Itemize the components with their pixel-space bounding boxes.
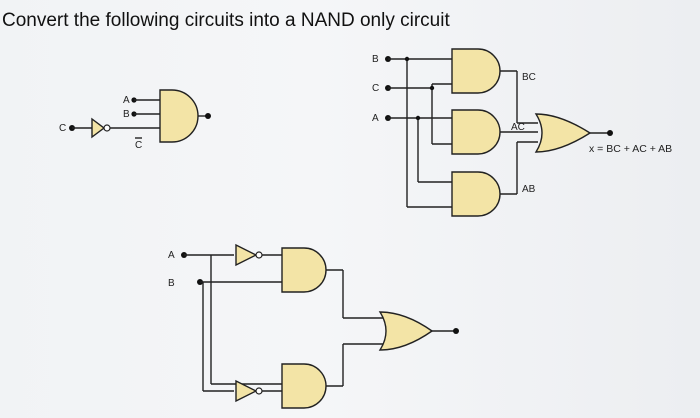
c3-input-b-label: B [168, 278, 175, 289]
c2-input-c-label: C [372, 83, 379, 94]
c2-and-gate-ab [451, 171, 501, 217]
c1-not-bubble [103, 124, 111, 132]
c2-input-b-label: B [372, 54, 379, 65]
c3-and-gate-bottom [281, 363, 327, 409]
c3-output-dot [453, 328, 459, 334]
c2-output-dot [607, 130, 613, 136]
c3-not-gate-a [235, 243, 258, 267]
c3-and-gate-top [281, 247, 327, 293]
circuit-2: B C A BC AC AB [372, 48, 672, 217]
c3-not-gate-b [235, 379, 258, 403]
c3-or-gate [378, 311, 434, 351]
c1-input-c-label: C [59, 123, 66, 134]
c2-output-expression: x = BC + AC + AB [589, 143, 672, 155]
c2-and-gate-bc [451, 48, 501, 94]
circuit-1: C A B C [59, 89, 211, 151]
c2-term-ac-label: AC [511, 122, 525, 133]
page-title: Convert the following circuits into a NA… [2, 10, 450, 31]
c2-term-bc-label: BC [522, 72, 536, 83]
c1-input-a-label: A [123, 95, 130, 106]
c3-not-bubble-a [255, 251, 263, 259]
c1-input-b-label: B [123, 109, 130, 120]
c1-input-cbar-label: C [135, 140, 142, 151]
c2-and-gate-ac [451, 109, 501, 155]
c2-term-ab-label: AB [522, 184, 536, 195]
c1-and-gate [159, 89, 199, 143]
c2-or-gate [534, 113, 592, 153]
c1-not-gate [91, 117, 106, 139]
c1-output-dot [205, 113, 211, 119]
circuit-3: A B [168, 243, 459, 409]
c3-not-bubble-b [255, 387, 263, 395]
c3-input-a-label: A [168, 250, 175, 261]
c2-input-a-label: A [372, 113, 379, 124]
